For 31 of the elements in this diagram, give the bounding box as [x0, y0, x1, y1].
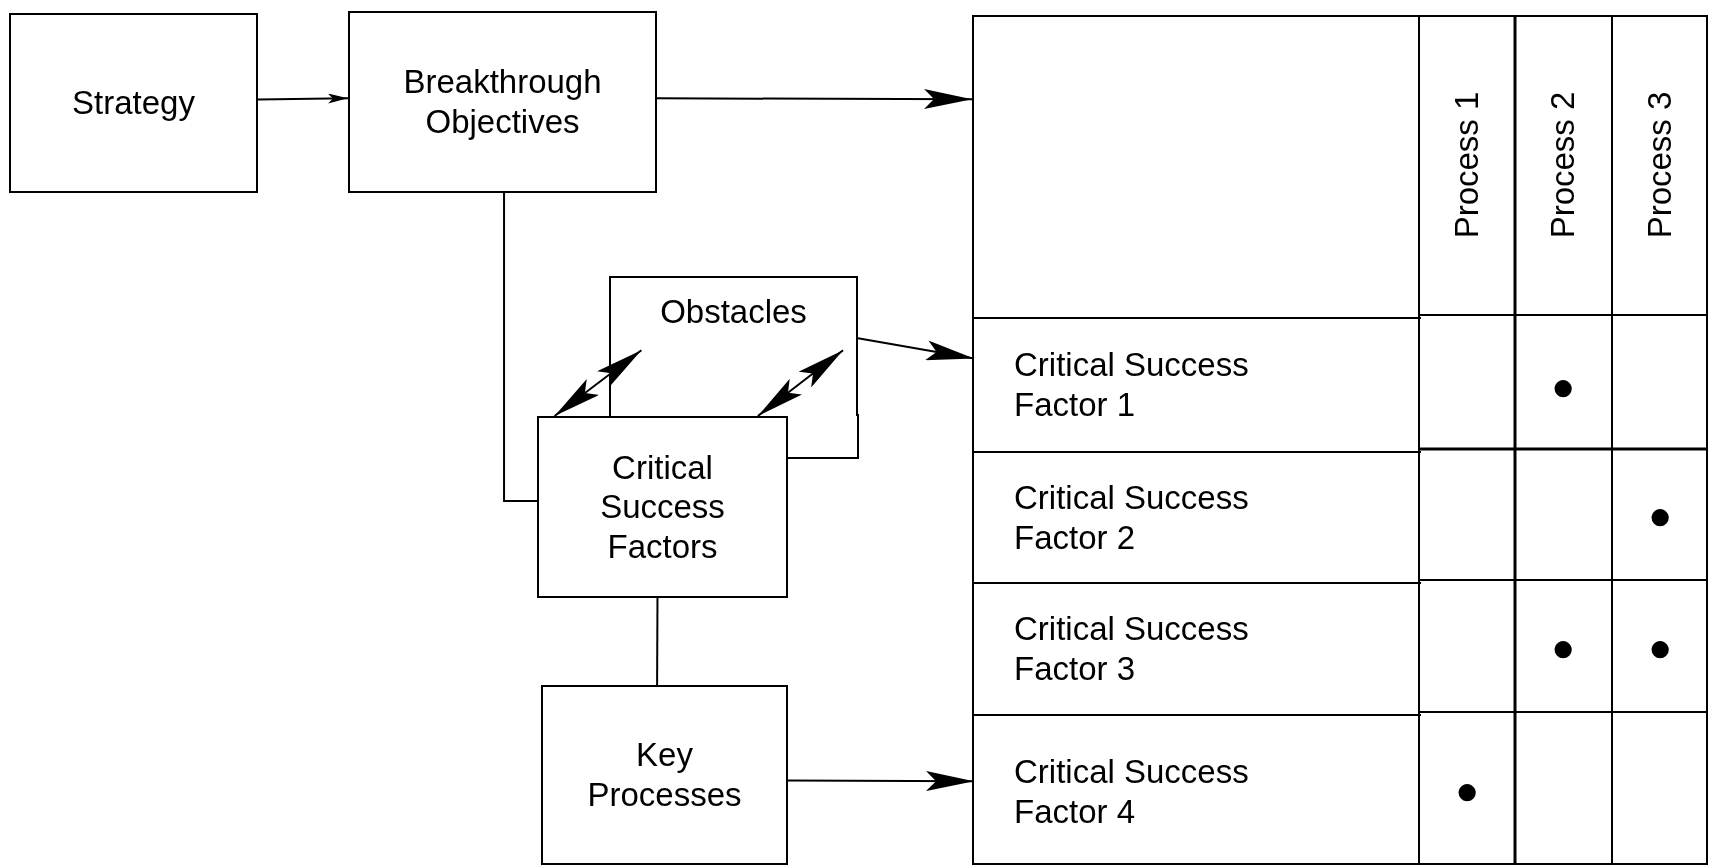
process-box — [537, 416, 788, 598]
dot-mark: ● — [1648, 624, 1673, 670]
matrix-table — [972, 15, 1708, 865]
arrow — [787, 771, 975, 792]
arrow — [857, 337, 975, 361]
column-header: Process 3 — [1640, 91, 1679, 239]
arrow — [756, 349, 845, 417]
column-header: Process 1 — [1447, 91, 1486, 239]
obstacles-box — [609, 276, 858, 416]
arrow — [553, 349, 643, 417]
node-text: Key Processes — [586, 735, 743, 815]
dot-mark: ● — [1455, 767, 1480, 813]
dot-mark: ● — [1648, 492, 1673, 538]
node-text: Critical Success Factors — [599, 447, 726, 567]
process-box — [348, 11, 657, 193]
process-box — [9, 13, 258, 193]
node-text: Critical Success Factor 1 — [1014, 345, 1250, 425]
process-box — [541, 685, 788, 865]
node-text: Breakthrough Objectives — [402, 62, 603, 142]
arrow — [257, 93, 349, 104]
node-text: Obstacles — [659, 292, 808, 332]
node-text: Critical Success Factor 4 — [1014, 751, 1250, 832]
dot-mark: ● — [1551, 363, 1576, 409]
connector-line — [503, 192, 538, 502]
dot-mark: ● — [1551, 624, 1576, 670]
node-text: Critical Success Factor 2 — [1014, 477, 1250, 558]
node-text: Strategy — [71, 83, 196, 123]
node-text: Critical Success Factor 3 — [1014, 609, 1250, 689]
column-header: Process 2 — [1543, 91, 1582, 239]
arrow — [656, 89, 973, 110]
connector-line — [656, 597, 659, 686]
